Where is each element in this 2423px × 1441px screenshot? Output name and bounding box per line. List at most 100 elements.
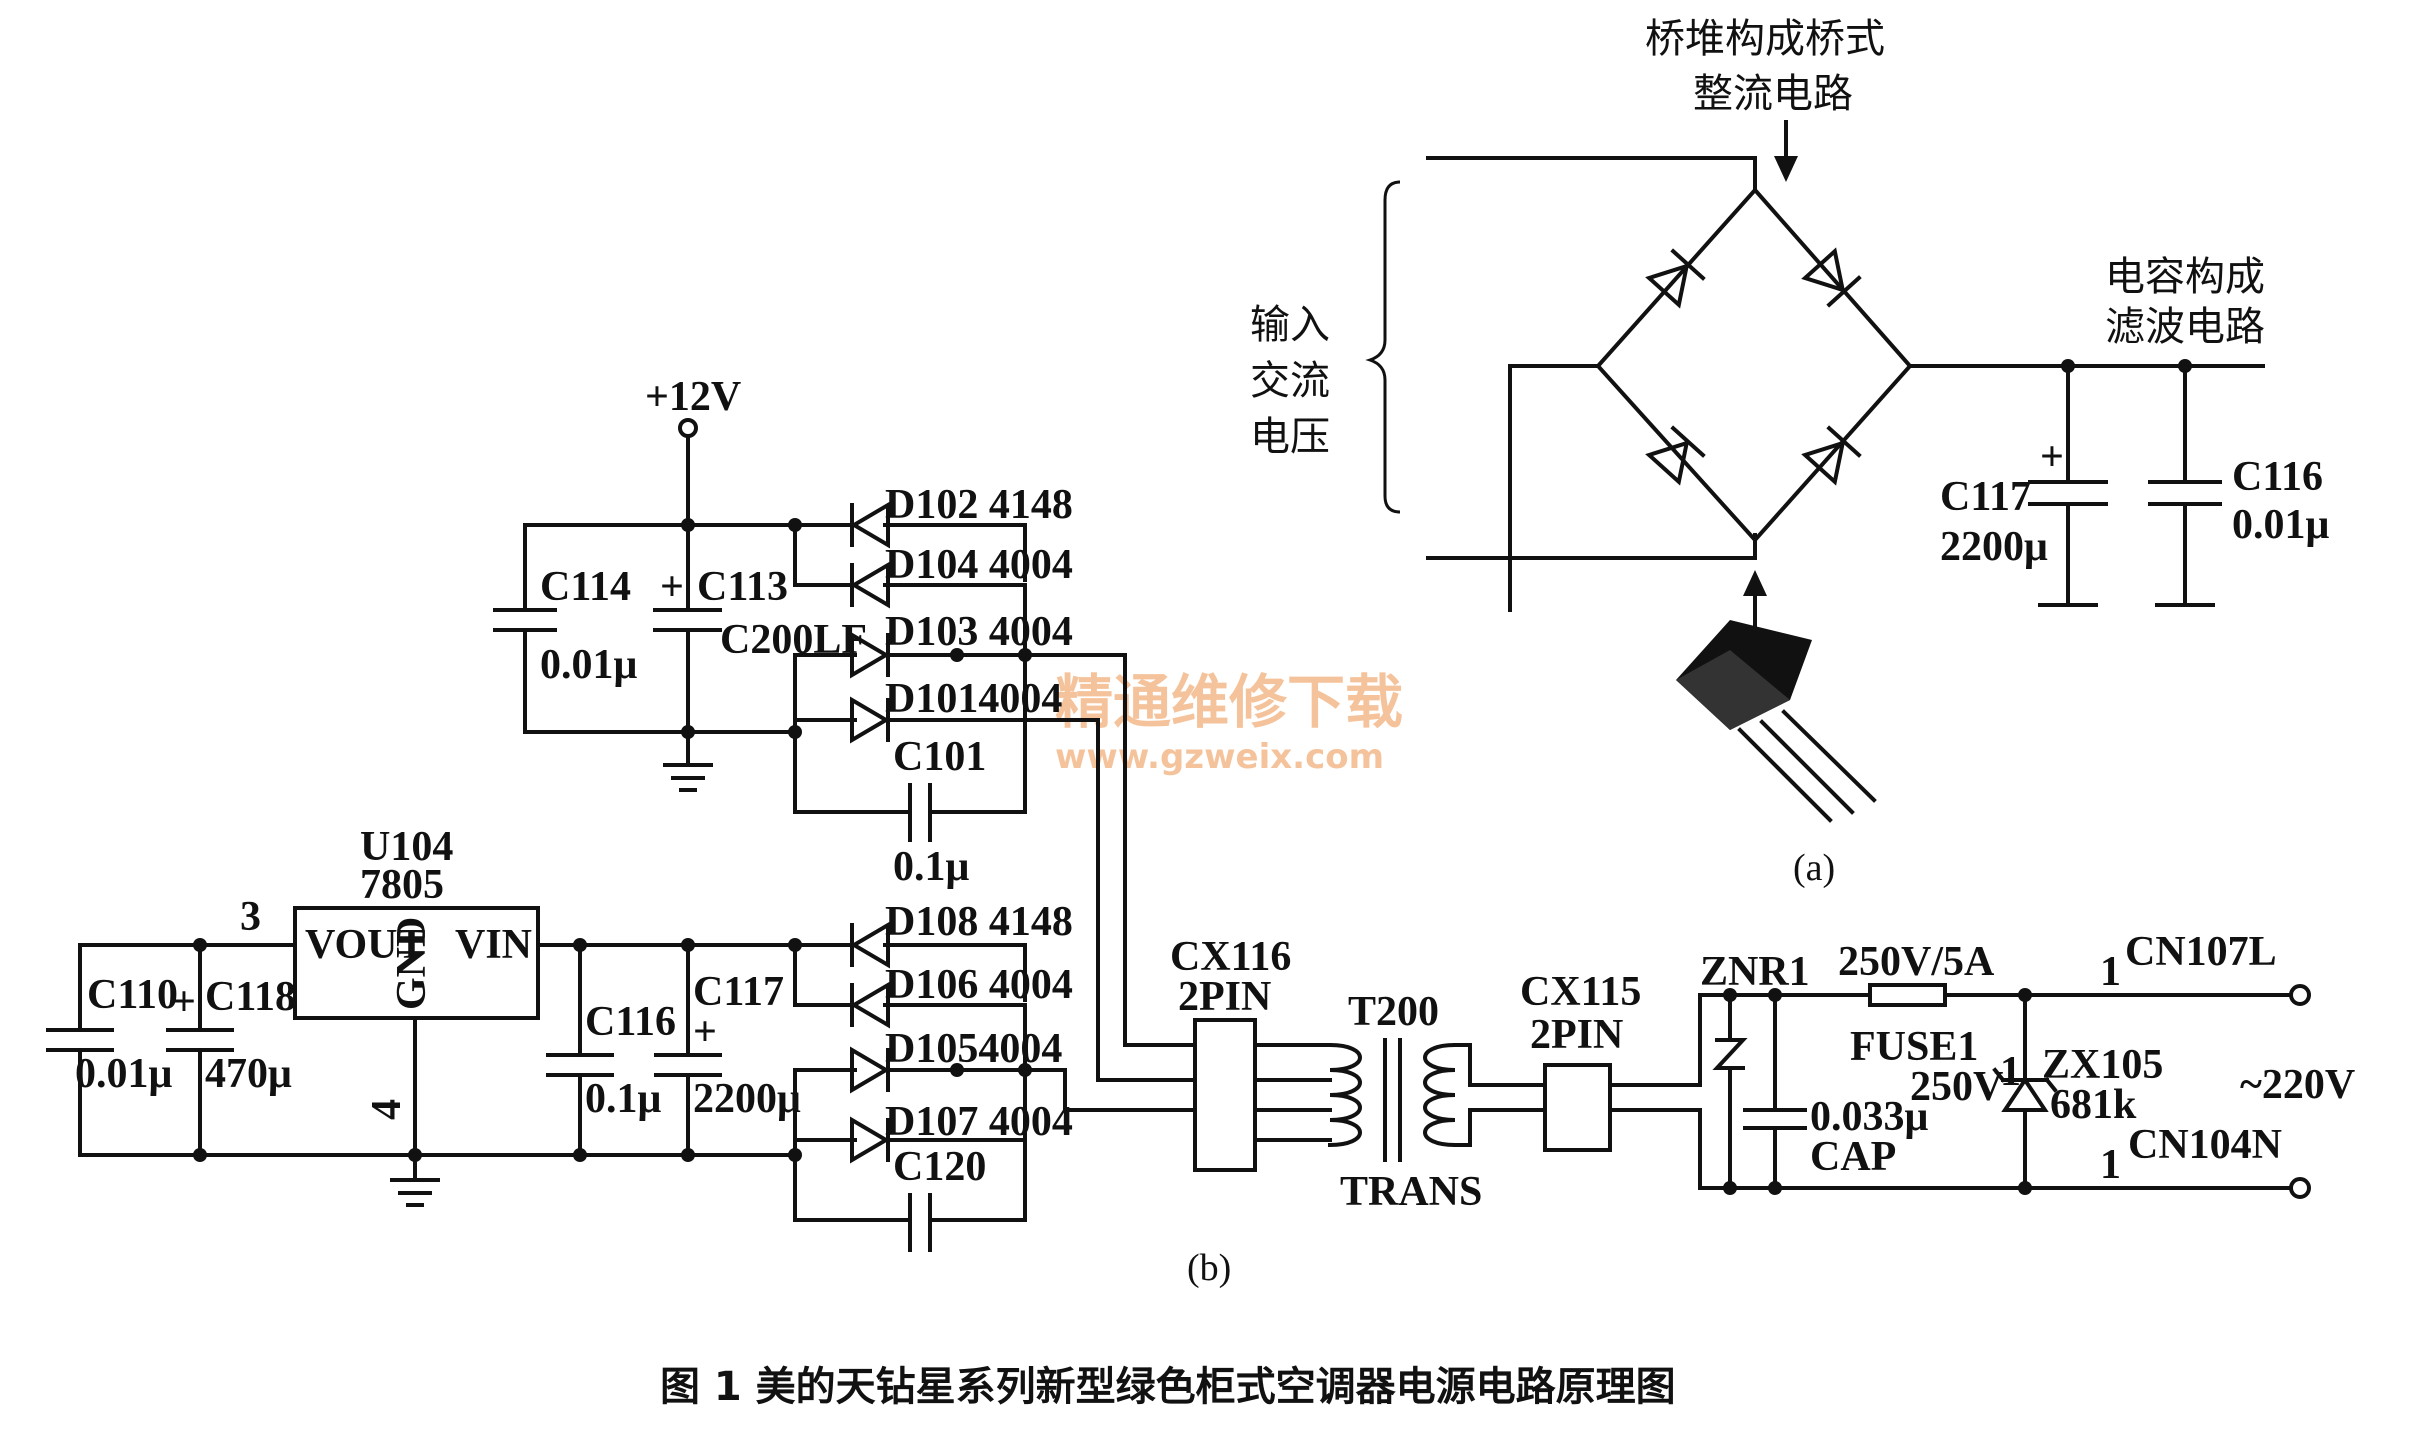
input-label-line3: 电压 bbox=[1250, 414, 1330, 460]
capacitor-c120: C120 bbox=[793, 1138, 1027, 1252]
svg-text:+: + bbox=[172, 979, 196, 1025]
t200-type: TRANS bbox=[1340, 1169, 1482, 1215]
c116-a-name: C116 bbox=[2232, 454, 2323, 500]
ac-input-vertical bbox=[1508, 364, 1600, 612]
c114-value: 0.01μ bbox=[540, 642, 638, 688]
diode-d101 bbox=[850, 696, 890, 744]
d102-label: D102 4148 bbox=[885, 482, 1073, 528]
c110-value: 0.01μ bbox=[75, 1051, 173, 1097]
d108-label: D108 4148 bbox=[885, 899, 1073, 945]
watermark: 精通维修下载 www.gzweix.com bbox=[1055, 668, 1403, 777]
znr1-label: ZNR1 bbox=[1700, 949, 1810, 995]
part-b-label: (b) bbox=[1187, 1247, 1231, 1289]
c117-a-name: C117 bbox=[1940, 474, 2031, 520]
fuse-rating: 250V/5A bbox=[1838, 939, 1995, 985]
bridge-rectifier-diagram: 桥堆构成桥式 整流电路 输入 交流 电压 bbox=[1250, 16, 2330, 889]
zx105-name: ZX105 bbox=[2042, 1042, 2163, 1088]
figure-caption: 图 1 美的天钻星系列新型绿色柜式空调器电源电路原理图 bbox=[660, 1364, 1676, 1410]
varistor-zx105: 1 ZX105 681k bbox=[1992, 988, 2163, 1195]
capacitor-c116-b: C116 0.1μ bbox=[546, 943, 676, 1157]
filter-note-line1: 电容构成 bbox=[2105, 254, 2265, 300]
cn104-label: CN104N bbox=[2128, 1122, 2282, 1168]
svg-text:+: + bbox=[660, 564, 684, 610]
transformer-t200: T200 TRANS bbox=[1327, 989, 1547, 1215]
connector-cx116: CX116 2PIN bbox=[1170, 934, 1332, 1172]
ground-lower bbox=[390, 1153, 440, 1207]
cx115-name: CX115 bbox=[1520, 969, 1641, 1015]
cx116-type: 2PIN bbox=[1178, 974, 1271, 1020]
capacitor-c110: C110 0.01μ bbox=[46, 943, 178, 1157]
connector-cx115: CX115 2PIN bbox=[1520, 969, 2302, 1190]
varistor-znr1: ZNR1 bbox=[1700, 949, 1810, 1195]
capacitor-c117-b: C117 + 2200μ bbox=[654, 943, 801, 1157]
c116-b-name: C116 bbox=[585, 999, 676, 1045]
u104-gnd: GND bbox=[389, 917, 435, 1010]
v12-terminal: +12V bbox=[645, 374, 741, 527]
cn104-pin: 1 bbox=[2100, 1142, 2121, 1188]
capacitor-c101: C101 0.1μ bbox=[793, 718, 1027, 890]
zx105-value: 681k bbox=[2050, 1082, 2137, 1128]
rectifier-note-line2: 整流电路 bbox=[1693, 71, 1853, 117]
c101-value: 0.1μ bbox=[893, 844, 970, 890]
terminal-cn104n: 1 CN104N bbox=[2100, 1122, 2311, 1199]
bridge-package-arrow bbox=[1743, 570, 1767, 627]
part-a-label: (a) bbox=[1793, 847, 1835, 889]
zx105-pin1: 1 bbox=[2000, 1049, 2021, 1095]
d102-d104-wires bbox=[793, 523, 1027, 587]
ground-upper bbox=[663, 730, 713, 792]
diode-d102 bbox=[850, 501, 890, 549]
diode-d104 bbox=[850, 561, 890, 609]
u104-pin3: 3 bbox=[240, 894, 261, 940]
c116-a-value: 0.01μ bbox=[2232, 502, 2330, 548]
c118-name: C118 bbox=[205, 974, 296, 1020]
u104-part: 7805 bbox=[360, 862, 444, 908]
c101-name: C101 bbox=[893, 734, 986, 780]
d105-label: D1054004 bbox=[885, 1026, 1062, 1072]
rectifier-note-line1: 桥堆构成桥式 bbox=[1645, 16, 1885, 62]
u104-name: U104 bbox=[360, 824, 453, 870]
d101-label: D1014004 bbox=[885, 676, 1062, 722]
cap-name: CAP bbox=[1810, 1134, 1896, 1180]
cx115-type: 2PIN bbox=[1530, 1012, 1623, 1058]
fuse-name: FUSE1 bbox=[1850, 1024, 1978, 1070]
filter-note-line2: 滤波电路 bbox=[2105, 304, 2265, 350]
u104-vin: VIN bbox=[455, 922, 532, 968]
c117-a-value: 2200μ bbox=[1940, 524, 2048, 570]
d107-label: D107 4004 bbox=[885, 1099, 1073, 1145]
capacitor-c113: + C113 C200LF bbox=[653, 523, 867, 734]
d108-d106-wires bbox=[793, 943, 1027, 1007]
d103-label: D103 4004 bbox=[885, 609, 1073, 655]
cn107-label: CN107L bbox=[2125, 929, 2277, 975]
t200-name: T200 bbox=[1348, 989, 1439, 1035]
diode-d108 bbox=[850, 921, 890, 969]
cap-voltage: 250V bbox=[1910, 1064, 2003, 1110]
u104-pin4: 4 bbox=[364, 1099, 410, 1120]
diode-d105 bbox=[850, 1046, 890, 1094]
fuse-fuse1: 250V/5A FUSE1 bbox=[1838, 939, 2302, 1070]
capacitor-c114: C114 0.01μ bbox=[493, 523, 638, 734]
c117-b-value: 2200μ bbox=[693, 1076, 801, 1122]
diode-d107 bbox=[850, 1116, 890, 1164]
bridge-diamond bbox=[1595, 186, 1913, 543]
d104-label: D104 4004 bbox=[885, 542, 1073, 588]
watermark-title: 精通维修下载 bbox=[1055, 668, 1403, 736]
d105-d107-wires bbox=[793, 1003, 1067, 1157]
terminal-cn107l: 1 CN107L bbox=[2100, 929, 2311, 1006]
c113-name: C113 bbox=[697, 564, 788, 610]
c116-b-value: 0.1μ bbox=[585, 1076, 662, 1122]
v12-label: +12V bbox=[645, 374, 741, 420]
rectifier-arrow bbox=[1774, 120, 1798, 182]
upper-secondary-wires bbox=[1023, 653, 1197, 1082]
svg-text:+: + bbox=[2040, 434, 2064, 480]
power-supply-schematic: +12V C114 0.01μ + C113 C200LF D102 414 bbox=[46, 374, 2355, 1289]
capacitor-c116-a: C116 0.01μ bbox=[2148, 364, 2330, 607]
capacitor-c118: + C118 470μ bbox=[166, 943, 296, 1157]
ac-input-wire-bottom bbox=[1426, 533, 1757, 560]
d106-label: D106 4004 bbox=[885, 962, 1073, 1008]
c110-name: C110 bbox=[87, 972, 178, 1018]
ac-voltage-label: ~220V bbox=[2240, 1062, 2355, 1108]
capacitor-cap: 0.033μ 250V CAP bbox=[1743, 988, 2003, 1195]
c120-name: C120 bbox=[893, 1144, 986, 1190]
input-brace bbox=[1365, 180, 1401, 514]
